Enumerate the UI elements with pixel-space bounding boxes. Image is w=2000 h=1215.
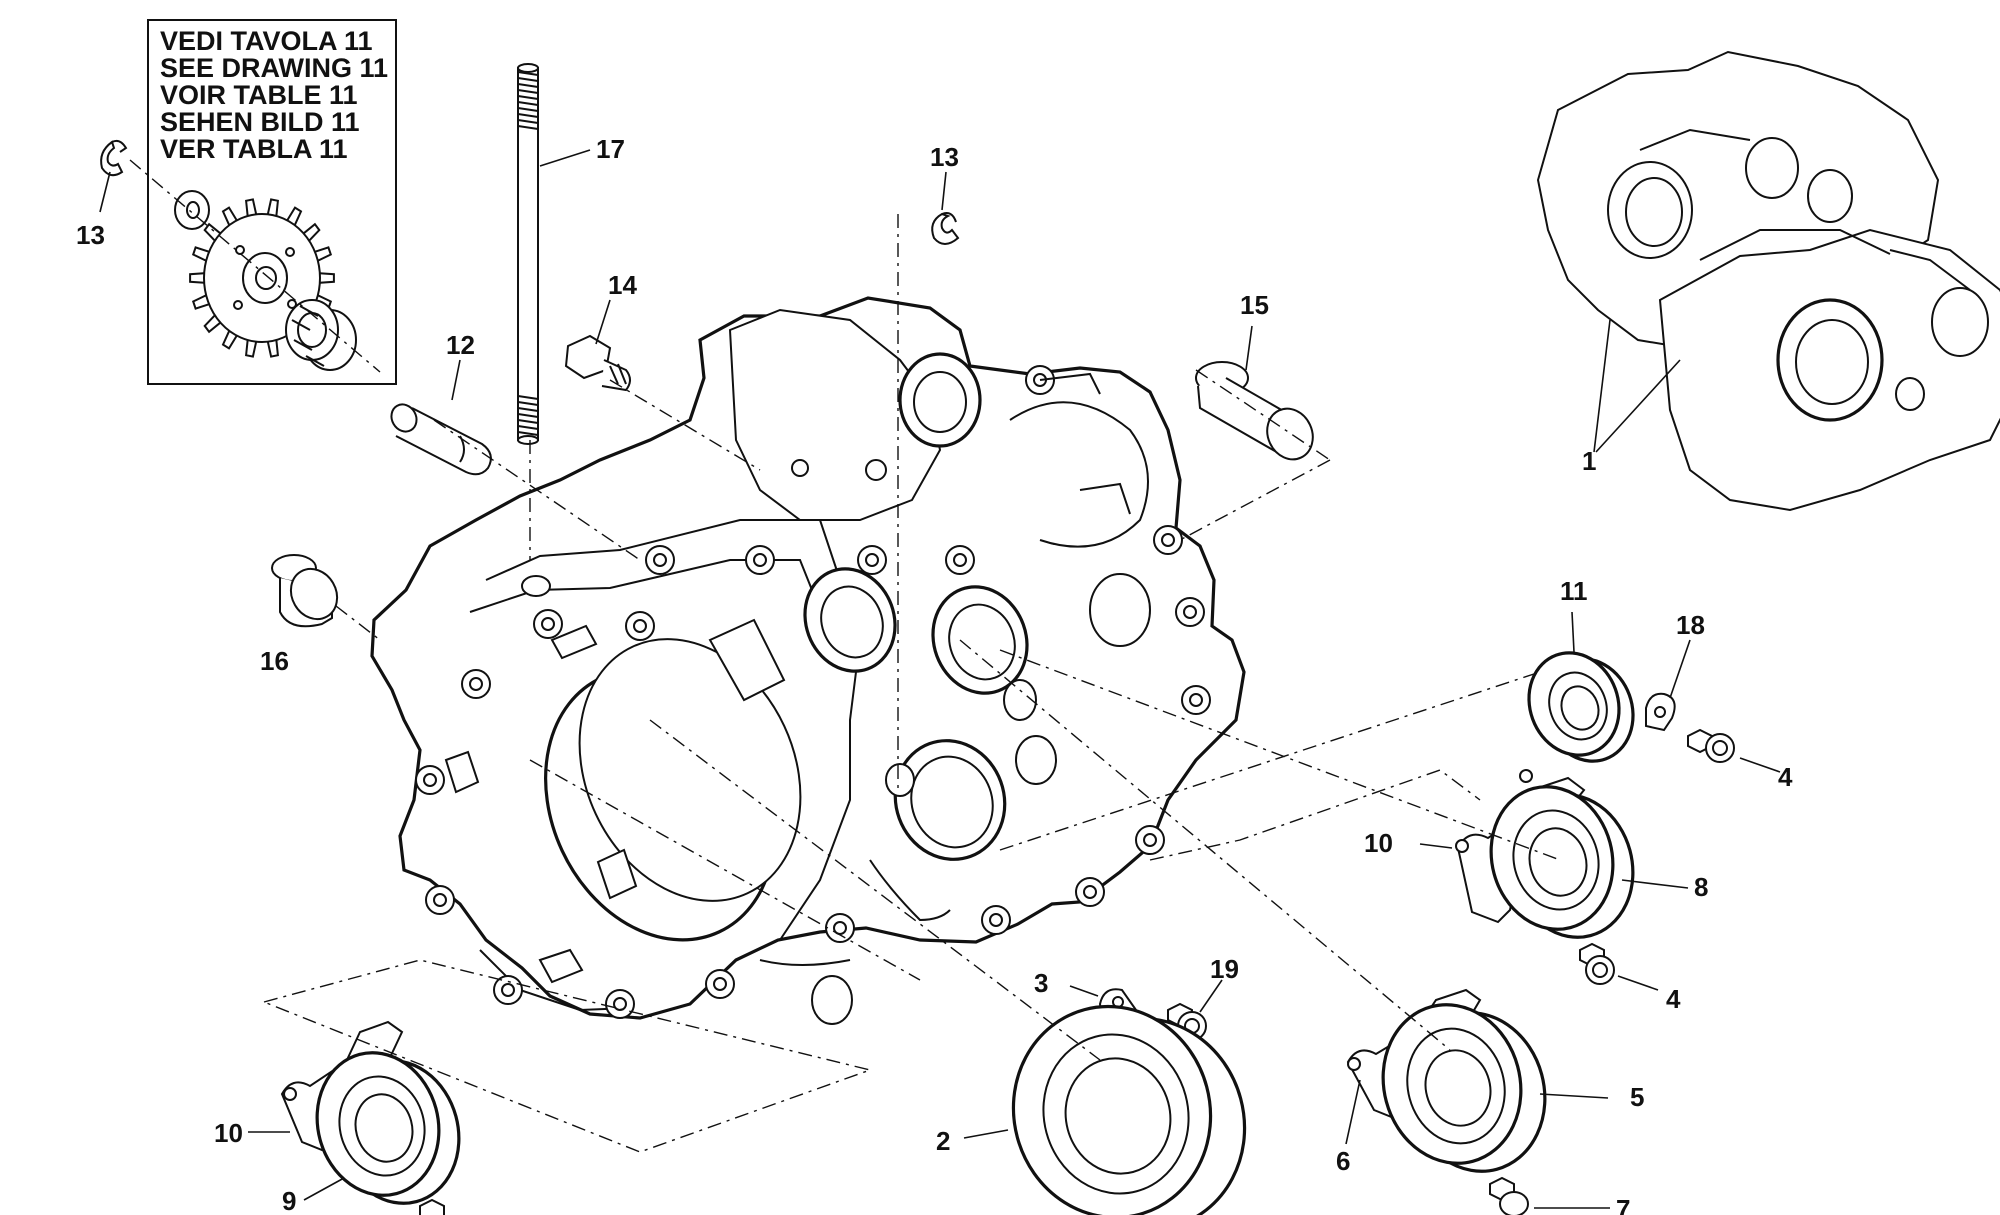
note-box: VEDI TAVOLA 11 SEE DRAWING 11 VOIR TABLE… — [129, 19, 397, 385]
ball-bearing-part — [1381, 1003, 1547, 1173]
screw-part — [419, 1198, 445, 1215]
callout-19: 19 — [1210, 954, 1239, 984]
callout-10-left: 10 — [214, 1118, 243, 1148]
crankcase-pair-thumbnail — [1536, 50, 2000, 512]
callout-3: 3 — [1034, 968, 1048, 998]
note-line-4: SEHEN BILD 11 — [160, 107, 360, 137]
callout-1: 1 — [1582, 446, 1596, 476]
callout-16: 16 — [260, 646, 289, 676]
callout-5: 5 — [1630, 1082, 1644, 1112]
crankcase-half-part — [370, 296, 1246, 1025]
callout-4-top: 4 — [1778, 762, 1793, 792]
callout-10-right: 10 — [1364, 828, 1393, 858]
ball-bearing-part — [1489, 785, 1635, 939]
note-line-5: VER TABLA 11 — [160, 134, 348, 164]
circlip-part — [100, 139, 128, 177]
retainer-plate-part — [1645, 692, 1676, 732]
bushing-part — [1195, 361, 1314, 461]
callout-7: 7 — [1616, 1194, 1630, 1215]
note-line-2: SEE DRAWING 11 — [160, 53, 388, 83]
note-line-3: VOIR TABLE 11 — [160, 80, 358, 110]
bushing-part — [271, 554, 339, 628]
callout-8: 8 — [1694, 872, 1708, 902]
callout-12: 12 — [446, 330, 475, 360]
stud-bolt-part — [517, 63, 539, 445]
dowel-pin-part — [390, 403, 492, 476]
plug-screw-part — [564, 334, 631, 392]
note-line-1: VEDI TAVOLA 11 — [160, 26, 373, 56]
ball-bearing-part — [1527, 651, 1635, 763]
callout-4-bottom: 4 — [1666, 984, 1681, 1014]
callout-13-center: 13 — [930, 142, 959, 172]
explode-lines — [263, 214, 1561, 1153]
callout-2: 2 — [936, 1126, 950, 1156]
needle-bearing-part — [285, 299, 357, 371]
callout-13-left: 13 — [76, 220, 105, 250]
callout-17: 17 — [596, 134, 625, 164]
callout-11: 11 — [1560, 576, 1588, 606]
callout-14: 14 — [608, 270, 637, 300]
screw-part — [1489, 1176, 1529, 1215]
circlip-part — [931, 212, 960, 245]
callout-18: 18 — [1676, 610, 1705, 640]
ball-bearing-part — [315, 1051, 461, 1205]
callout-15: 15 — [1240, 290, 1269, 320]
washer-part — [174, 190, 210, 230]
callout-6: 6 — [1336, 1146, 1350, 1176]
screw-part — [1687, 728, 1735, 763]
main-bearing-part — [1011, 1004, 1247, 1215]
screw-part — [1579, 942, 1615, 985]
callout-9: 9 — [282, 1186, 296, 1215]
callout-labels: 1 2 3 4 4 5 6 7 8 9 10 10 11 12 13 13 14… — [76, 134, 1793, 1215]
